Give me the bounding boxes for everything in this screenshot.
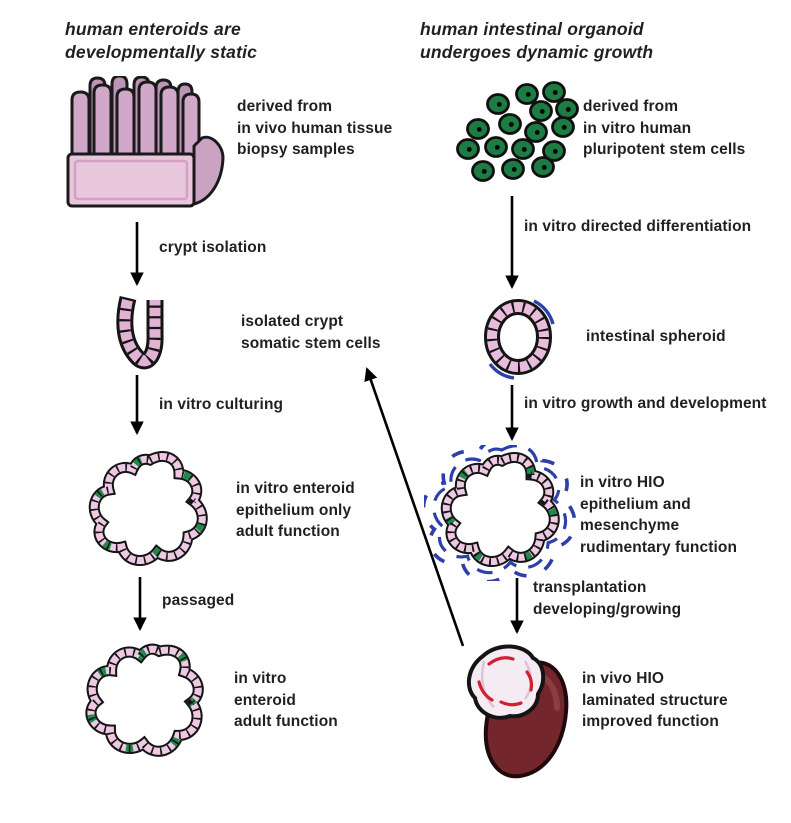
left-stage3-label: in vitro enteroid epithelium only adult …: [236, 480, 355, 540]
intestinal-tissue-villi-illustration: [66, 76, 225, 208]
left-stage1-label: derived from in vivo human tissue biopsy…: [237, 98, 393, 158]
arrow-hio-to-crypt-feedback: [364, 367, 465, 647]
intestinal-spheroid-illustration: [484, 299, 555, 380]
hio-graft-on-kidney-illustration: [466, 644, 569, 779]
right-stage4-label: in vivo HIO laminated structure improved…: [582, 670, 728, 730]
right-stage1-label: derived from in vitro human pluripotent …: [583, 98, 746, 158]
right-stage2-label: intestinal spheroid: [586, 328, 726, 345]
left-stage2-label: isolated crypt somatic stem cells: [241, 313, 381, 352]
isolated-crypt-illustration: [116, 295, 164, 370]
crypt-isolation-arrow-label: crypt isolation: [159, 239, 267, 256]
stem-cell-cluster-illustration: [456, 81, 579, 182]
hio-with-mesenchyme-illustration: [424, 445, 577, 581]
transplantation-arrow-label: transplantation developing/growing: [533, 579, 682, 618]
enteroid-illustration: [88, 451, 208, 566]
growth-development-arrow-label: in vitro growth and development: [524, 395, 767, 412]
directed-differentiation-arrow-label: in vitro directed differentiation: [524, 218, 752, 235]
graft-vessels: [477, 656, 534, 707]
hio-graft: [466, 644, 546, 720]
mesenchyme-dashes: [424, 445, 577, 581]
right-stage3-label: in vitro HIO epithelium and mesenchyme r…: [580, 474, 738, 556]
passaged-enteroid-illustration: [85, 643, 204, 757]
in-vitro-culturing-arrow-label: in vitro culturing: [159, 396, 284, 413]
right-column-title: human intestinal organoid undergoes dyna…: [420, 19, 654, 62]
left-stage4-label: in vitro enteroid adult function: [234, 670, 338, 730]
passaged-arrow-label: passaged: [162, 592, 235, 609]
left-column-title: human enteroids are developmentally stat…: [65, 19, 258, 62]
